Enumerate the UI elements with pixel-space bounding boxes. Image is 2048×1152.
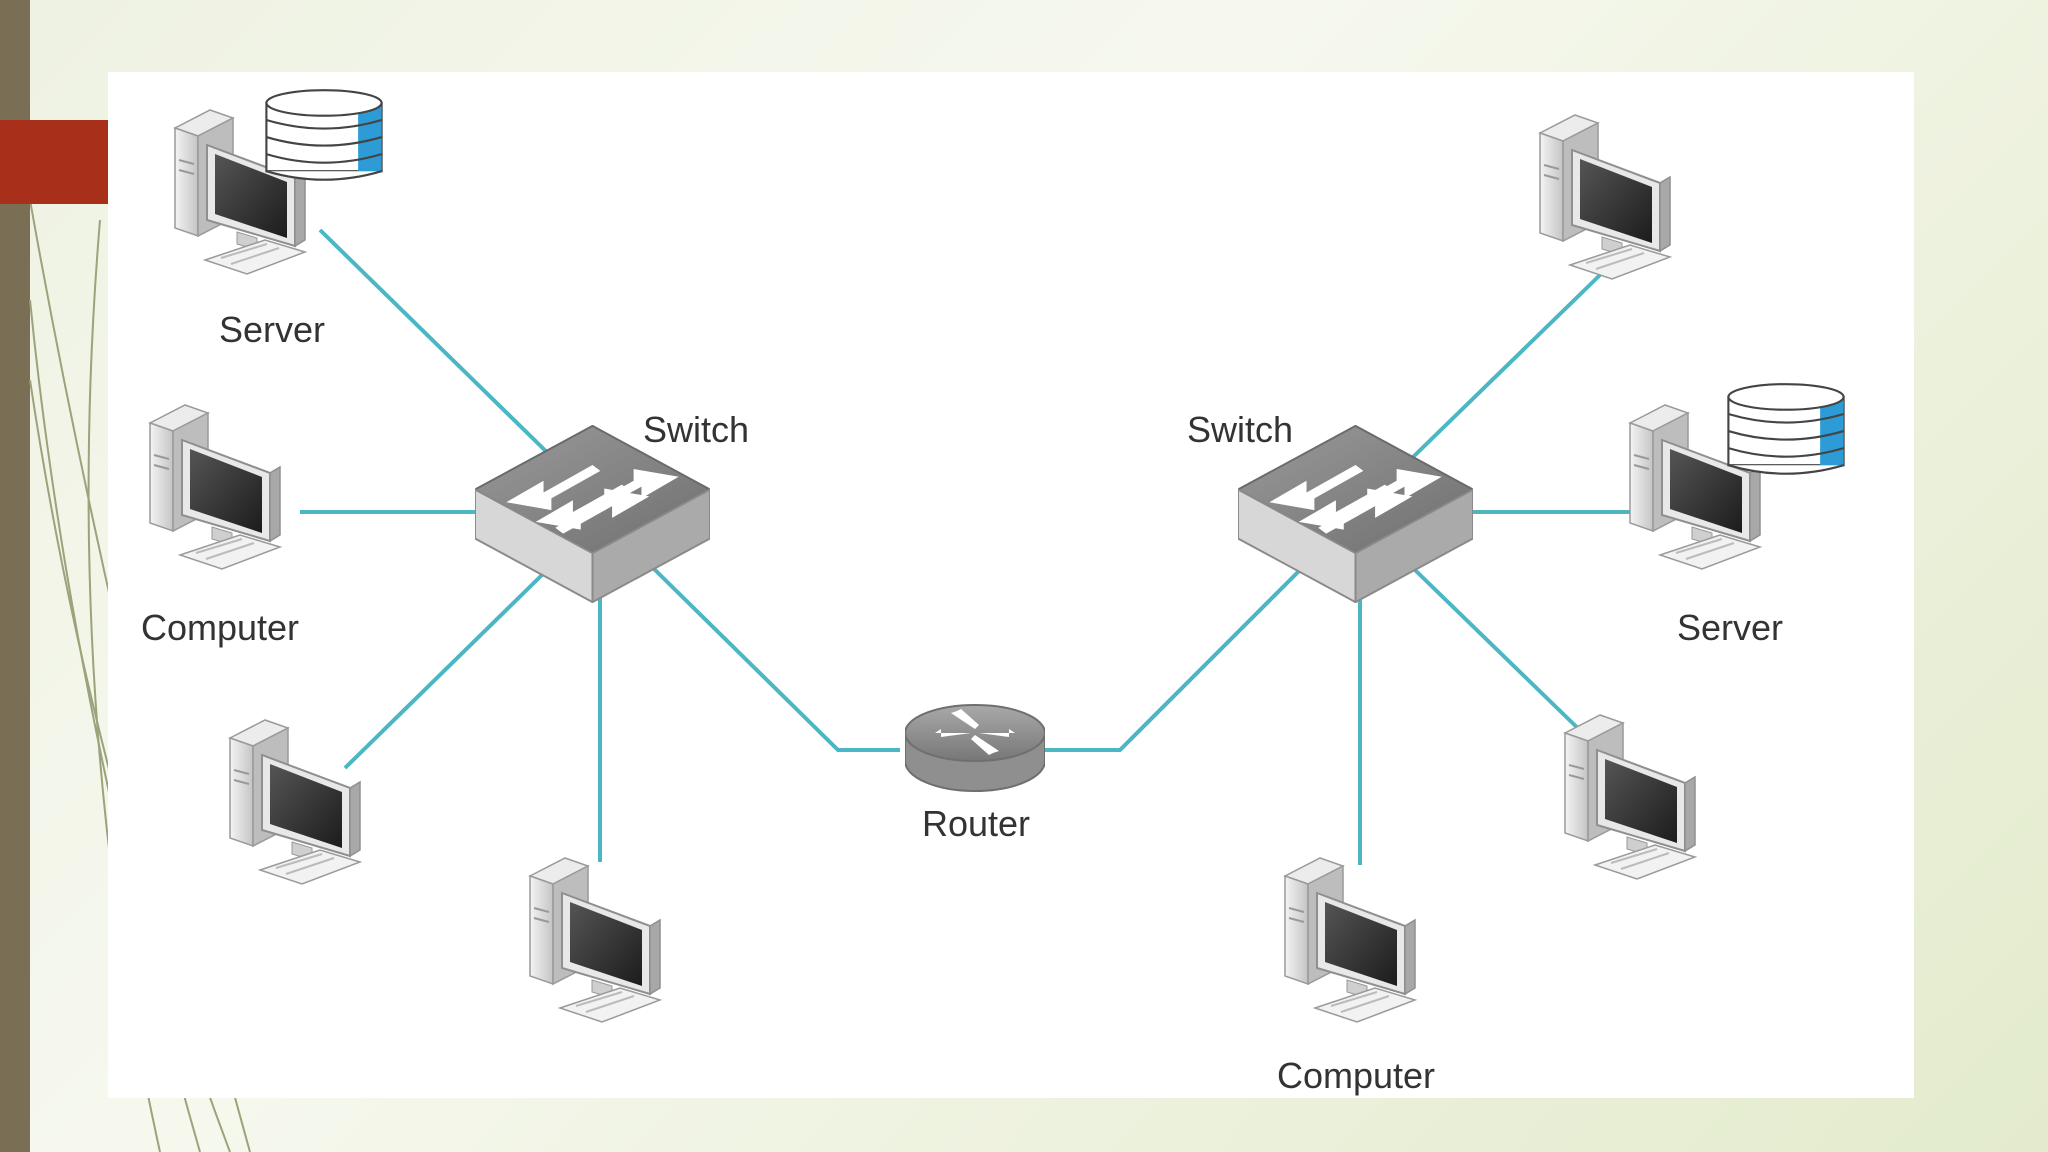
node-server-left: Server — [174, 89, 383, 350]
label-switch-left: Switch — [643, 409, 749, 450]
node-computer-right: Computer — [1277, 857, 1435, 1096]
link-switch-right-pc-lower — [1413, 568, 1592, 742]
label-computer-right: Computer — [1277, 1055, 1435, 1096]
accent-block — [0, 120, 110, 204]
link-server-left-switch — [318, 228, 562, 467]
link-router-switch-right — [1042, 568, 1302, 752]
router-icon — [905, 703, 1045, 793]
label-router: Router — [922, 803, 1030, 844]
label-computer-left: Computer — [141, 607, 299, 648]
database-icon — [1727, 383, 1845, 475]
label-server-left: Server — [219, 309, 325, 350]
node-computer-left: Computer — [141, 404, 299, 648]
node-switch-left: Switch — [475, 409, 749, 603]
link-pc-left-lower-switch — [343, 570, 547, 770]
link-switch-right-pc-top — [1408, 273, 1602, 462]
network-links — [300, 228, 1630, 865]
link-switch-left-router — [648, 563, 900, 752]
node-server-right: Server — [1629, 383, 1845, 648]
label-switch-right: Switch — [1187, 409, 1293, 450]
node-switch-right: Switch — [1187, 409, 1473, 603]
database-icon — [265, 89, 383, 181]
node-router: Router — [905, 703, 1045, 844]
label-server-right: Server — [1677, 607, 1783, 648]
